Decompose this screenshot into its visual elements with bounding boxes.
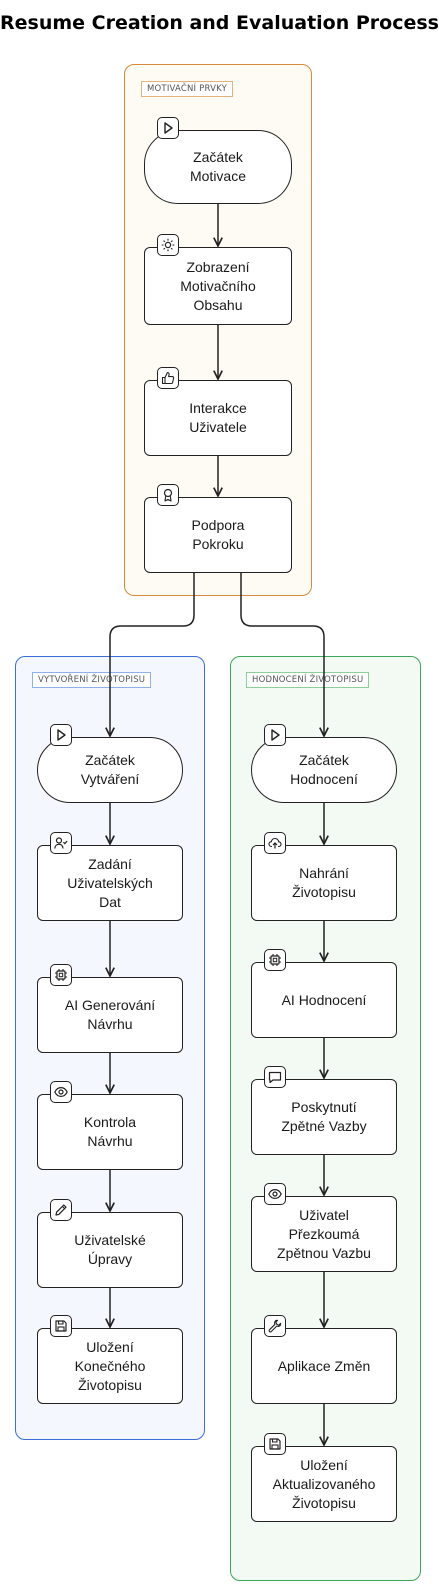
- play-icon: [50, 724, 72, 746]
- award-icon: [157, 484, 179, 506]
- evaluation-node-2: Nahrání Životopisu: [251, 845, 397, 921]
- motivation-node-3-label: Interakce Uživatele: [189, 400, 247, 435]
- evaluation-node-2-label: Nahrání Životopisu: [292, 865, 356, 900]
- motivation-node-1-label: Začátek Motivace: [189, 149, 247, 184]
- creation-node-3-label: AI Generování Návrhu: [64, 997, 156, 1032]
- evaluation-node-5: Uživatel Přezkoumá Zpětnou Vazbu: [251, 1196, 397, 1272]
- evaluation-node-4-label: Poskytnutí Zpětné Vazby: [281, 1099, 367, 1134]
- evaluation-node-5-label: Uživatel Přezkoumá Zpětnou Vazbu: [277, 1206, 371, 1261]
- motivation-node-4: Podpora Pokroku: [144, 497, 292, 573]
- evaluation-node-7: Uložení Aktualizovaného Životopisu: [251, 1446, 397, 1522]
- branch-arrow-creation: [110, 573, 195, 736]
- creation-node-3: AI Generování Návrhu: [37, 977, 183, 1053]
- evaluation-node-6: Aplikace Změn: [251, 1328, 397, 1404]
- motivation-node-4-label: Podpora Pokroku: [191, 517, 245, 552]
- creation-node-5: Uživatelské Úpravy: [37, 1212, 183, 1288]
- thumbs-up-icon: [157, 367, 179, 389]
- creation-node-4-label: Kontrola Návrhu: [83, 1114, 137, 1149]
- evaluation-node-4: Poskytnutí Zpětné Vazby: [251, 1079, 397, 1155]
- creation-node-1-label: Začátek Vytváření: [80, 752, 140, 787]
- group-label-evaluation: HODNOCENÍ ŽIVOTOPISU: [246, 672, 370, 688]
- motivation-node-2: Zobrazení Motivačního Obsahu: [144, 247, 292, 325]
- evaluation-node-1-label: Začátek Hodnocení: [290, 752, 358, 787]
- message-icon: [264, 1066, 286, 1088]
- user-check-icon: [50, 832, 72, 854]
- sun-icon: [157, 234, 179, 256]
- creation-node-1: Začátek Vytváření: [37, 737, 183, 803]
- upload-cloud-icon: [264, 832, 286, 854]
- eye-icon: [50, 1081, 72, 1103]
- creation-node-6-label: Uložení Konečného Životopisu: [74, 1338, 146, 1393]
- creation-node-2-label: Zadání Uživatelských Dat: [67, 855, 153, 910]
- diagram-title: Resume Creation and Evaluation Process: [0, 12, 439, 34]
- group-label-creation: VYTVOŘENÍ ŽIVOTOPISU: [32, 672, 152, 688]
- creation-node-6: Uložení Konečného Životopisu: [37, 1328, 183, 1404]
- evaluation-node-6-label: Aplikace Změn: [277, 1357, 371, 1374]
- cpu-icon: [50, 964, 72, 986]
- evaluation-node-7-label: Uložení Aktualizovaného Životopisu: [272, 1456, 376, 1511]
- creation-node-5-label: Uživatelské Úpravy: [74, 1232, 146, 1267]
- cpu-icon: [264, 949, 286, 971]
- motivation-node-3: Interakce Uživatele: [144, 380, 292, 456]
- group-label-motivation: MOTIVAČNÍ PRVKY: [141, 81, 234, 97]
- creation-node-4: Kontrola Návrhu: [37, 1094, 183, 1170]
- eye-icon: [264, 1183, 286, 1205]
- evaluation-node-1: Začátek Hodnocení: [251, 737, 397, 803]
- evaluation-node-3-label: AI Hodnocení: [281, 991, 367, 1008]
- play-icon: [264, 724, 286, 746]
- branch-arrow-evaluation: [240, 573, 324, 736]
- motivation-node-2-label: Zobrazení Motivačního Obsahu: [180, 258, 256, 313]
- evaluation-node-3: AI Hodnocení: [251, 962, 397, 1038]
- play-icon: [157, 117, 179, 139]
- save-icon: [264, 1433, 286, 1455]
- creation-node-2: Zadání Uživatelských Dat: [37, 845, 183, 921]
- pencil-icon: [50, 1199, 72, 1221]
- save-icon: [50, 1315, 72, 1337]
- wrench-icon: [264, 1315, 286, 1337]
- motivation-node-1: Začátek Motivace: [144, 130, 292, 204]
